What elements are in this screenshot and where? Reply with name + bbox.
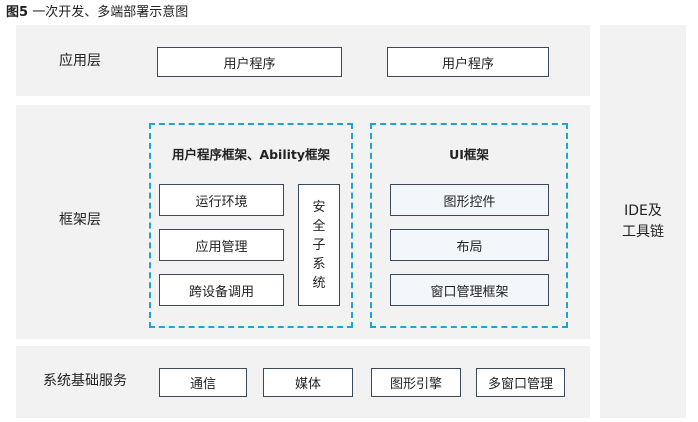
security-char: 子 <box>312 237 326 253</box>
media-box: 媒体 <box>263 368 353 397</box>
system-services-label: 系统基础服务 <box>43 373 127 389</box>
ide-toolchain-panel: IDE及 工具链 <box>600 25 686 418</box>
multi-window-management-box: 多窗口管理 <box>476 368 565 397</box>
app-layer-label: 应用层 <box>59 53 101 69</box>
ui-framework-title: UI框架 <box>449 147 489 162</box>
app-box-1: 用户程序 <box>157 47 342 77</box>
cross-device-call-box: 跨设备调用 <box>159 274 284 306</box>
security-char: 系 <box>312 256 326 272</box>
figure-caption: 一次开发、多端部署示意图 <box>32 5 189 20</box>
figure-number: 图5 <box>6 5 29 20</box>
graphic-controls-box: 图形控件 <box>390 184 549 216</box>
figure-title: 图5 一次开发、多端部署示意图 <box>6 4 188 22</box>
runtime-box: 运行环境 <box>159 184 284 216</box>
ide-toolchain-line-1: IDE及 <box>624 202 662 219</box>
layout-box: 布局 <box>390 229 549 261</box>
app-box-2: 用户程序 <box>387 47 549 77</box>
window-management-framework-box: 窗口管理框架 <box>390 274 549 306</box>
ide-toolchain-line-2: 工具链 <box>622 223 664 240</box>
security-char: 全 <box>312 218 326 234</box>
communication-box: 通信 <box>159 368 247 397</box>
framework-layer-label: 框架层 <box>59 212 101 228</box>
app-management-box: 应用管理 <box>159 229 284 261</box>
security-char: 安 <box>312 199 326 215</box>
security-char: 统 <box>312 275 326 291</box>
ability-framework-title: 用户程序框架、Ability框架 <box>171 147 331 162</box>
security-subsystem-box: 安 全 子 系 统 <box>298 184 340 306</box>
graphics-engine-box: 图形引擎 <box>371 368 461 397</box>
